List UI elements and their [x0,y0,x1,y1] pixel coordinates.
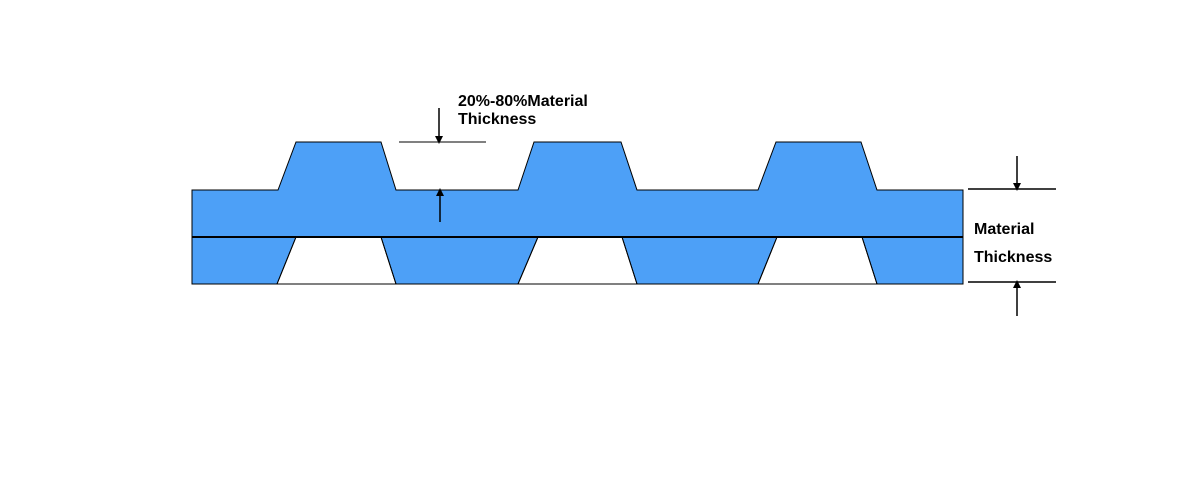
sheet-lower-segment [191,236,297,285]
recess-outline [757,236,878,285]
sheet-upper-profile [191,141,964,238]
sheet-lower-segment [621,236,778,285]
projection-depth-label-line2: Thickness [458,111,537,128]
material-thickness-label-line1: Material [974,221,1035,238]
sheet-lower-segment [380,236,539,285]
sheet-lower-segment [861,236,964,285]
material-thickness-label-line2: Thickness [974,249,1053,266]
projection-depth-label-line1: 20%-80%Material [458,93,588,110]
recess-outline [276,236,397,285]
recess-outline [517,236,638,285]
